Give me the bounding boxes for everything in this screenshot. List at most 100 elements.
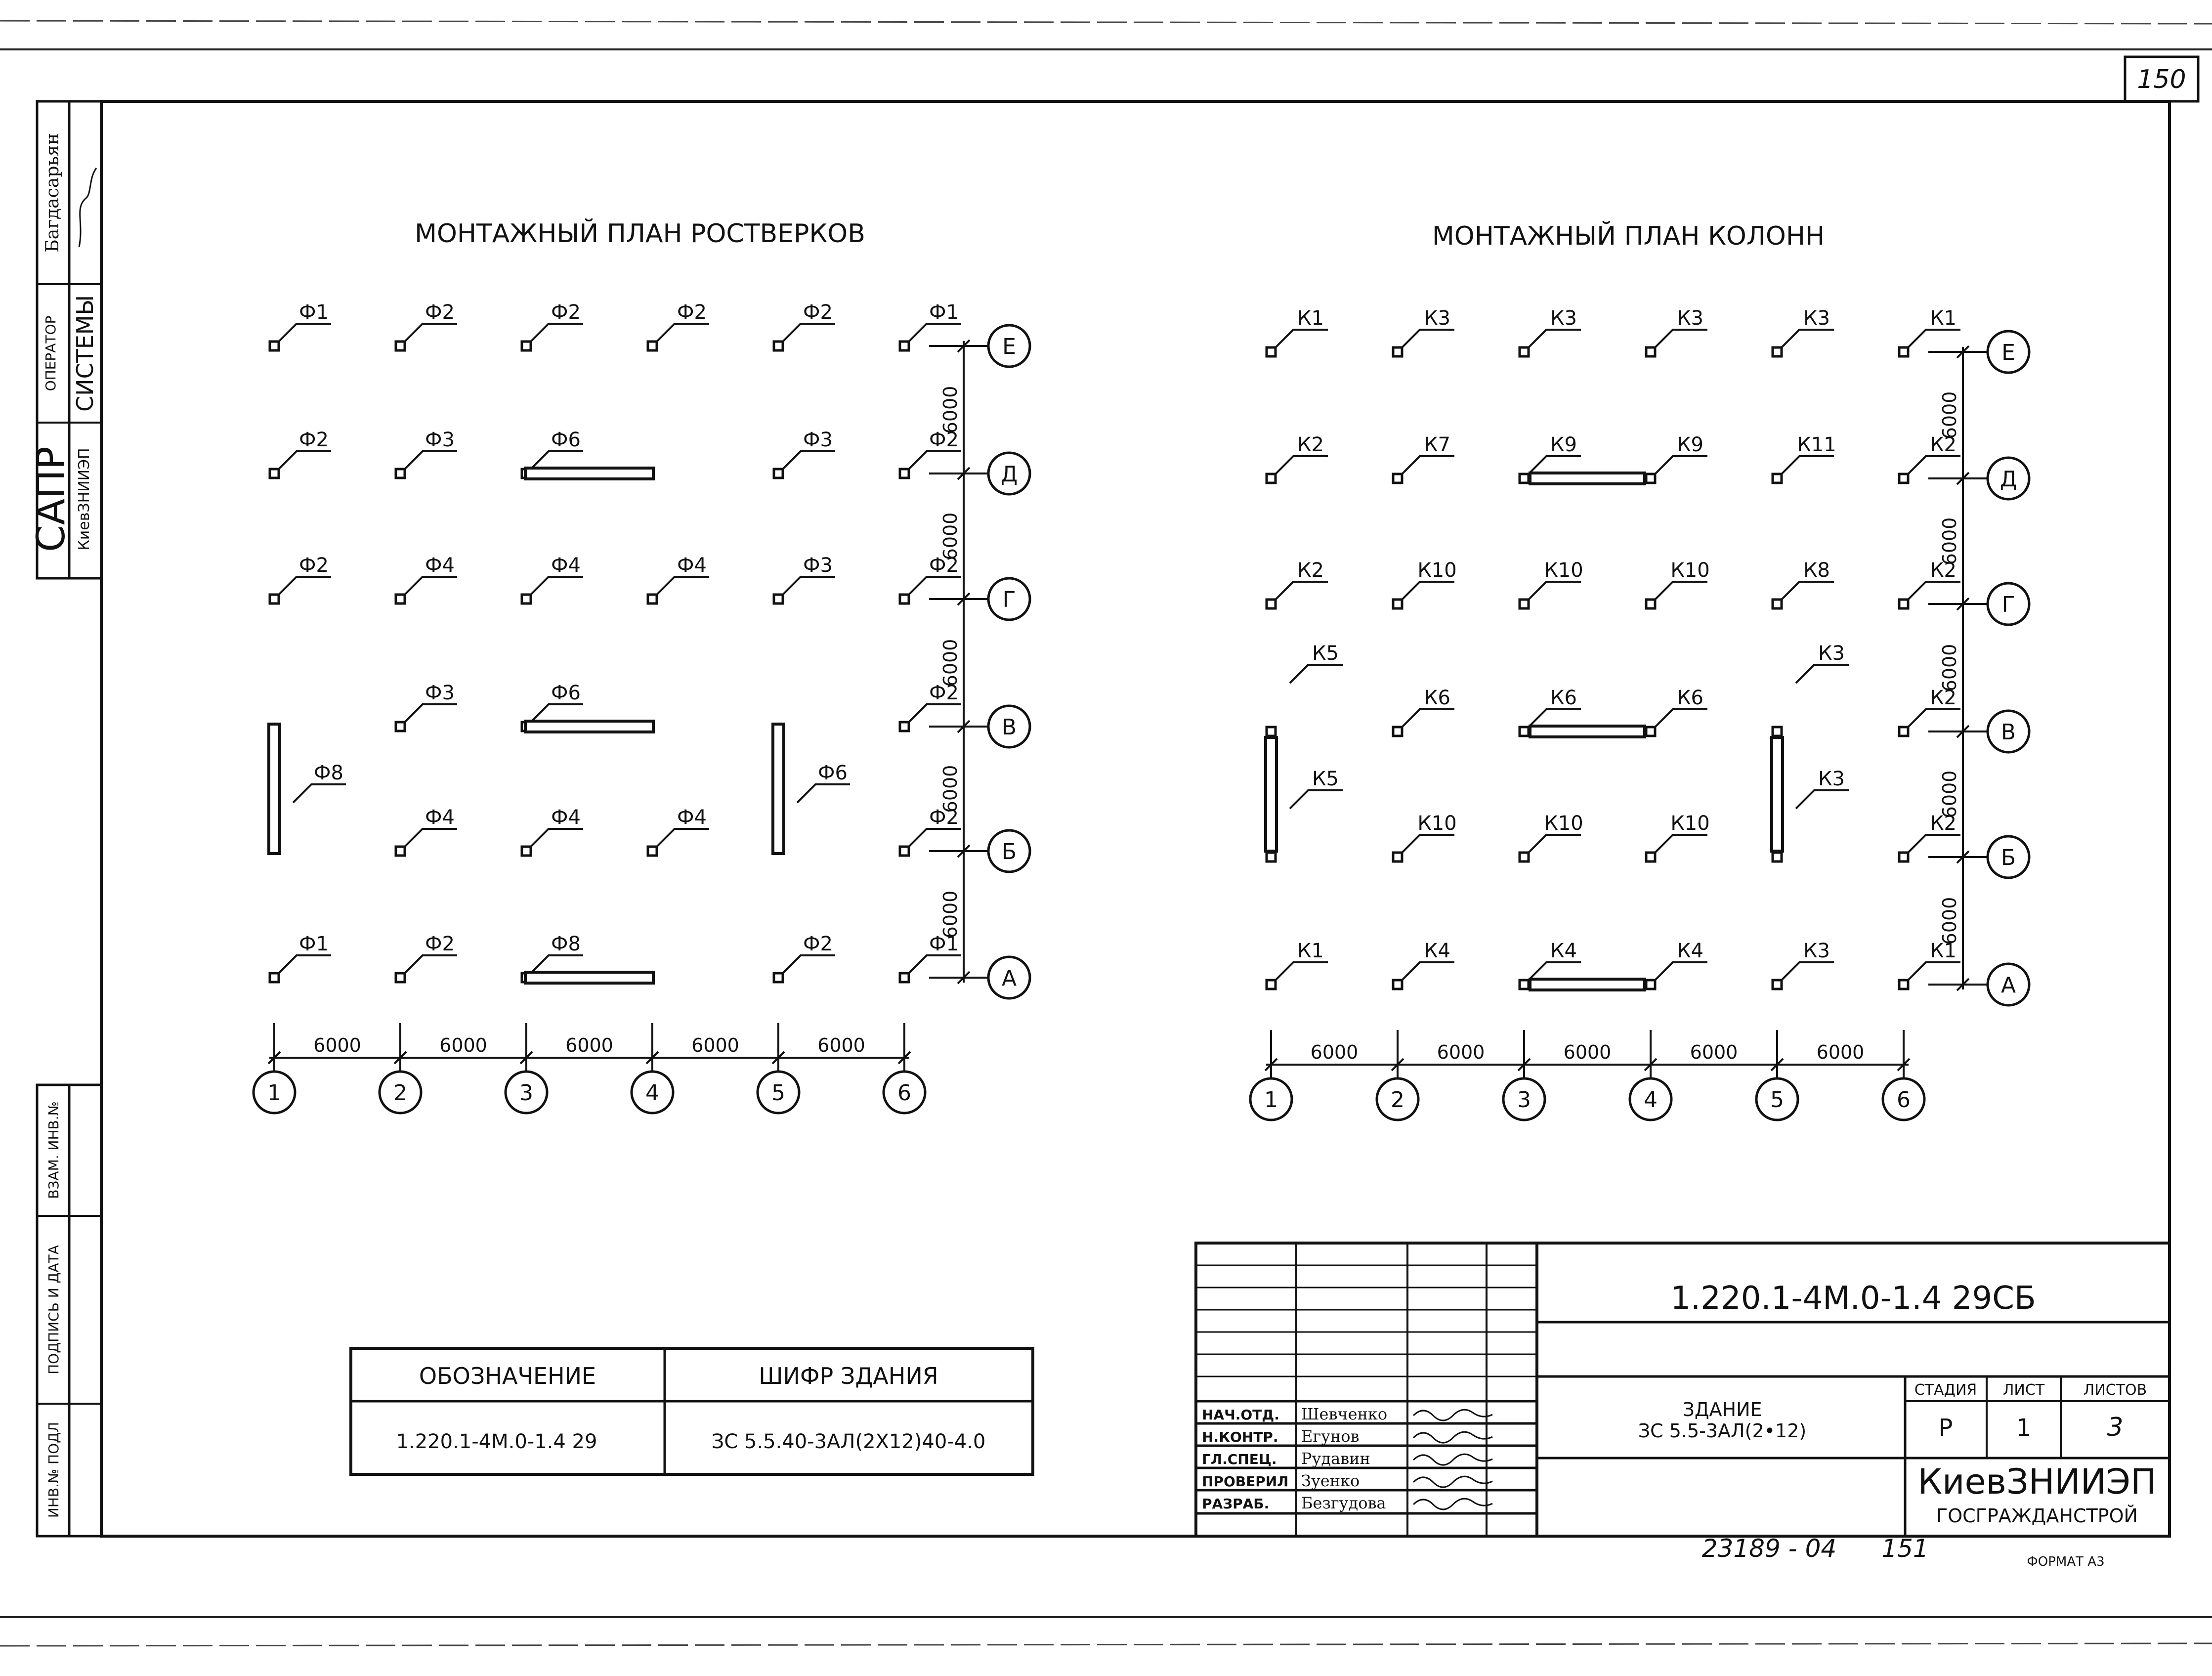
beam-horizontal — [524, 467, 655, 480]
role-name: Рудавин — [1301, 1449, 1370, 1468]
role-label: НАЧ.ОТД. — [1202, 1407, 1279, 1423]
axis-bubble — [1986, 835, 2031, 879]
column-node — [1392, 726, 1404, 737]
role-name: Егунов — [1301, 1427, 1360, 1446]
role-label: РАЗРАБ. — [1202, 1496, 1269, 1512]
column-node — [1645, 979, 1657, 990]
leader-line — [1289, 664, 1343, 684]
element-label: К11 — [1797, 433, 1836, 456]
dimension-value: 6000 — [691, 1034, 739, 1056]
axis-bubble — [987, 704, 1031, 749]
axis-bubble — [1249, 1077, 1293, 1121]
inventory-number: 23189 - 04 — [1702, 1534, 1837, 1563]
element-label: К7 — [1424, 433, 1450, 456]
leader-line — [781, 954, 835, 975]
designation-value: 1.220.1-4М.0-1.4 29 — [396, 1430, 597, 1453]
column-node — [1265, 346, 1277, 358]
axis-label: Б — [2001, 845, 2016, 870]
dimension-value: 6000 — [565, 1034, 613, 1056]
leader-line — [277, 450, 331, 471]
leader-line — [403, 323, 457, 343]
sheet-number-box — [2124, 55, 2200, 103]
building-line2: ЗС 5.5-3АЛ(2•12) — [1638, 1420, 1806, 1442]
dimension-value: 6000 — [439, 1034, 487, 1056]
element-label: Ф2 — [299, 554, 329, 577]
element-label: Ф2 — [929, 682, 959, 704]
column-node — [772, 340, 784, 352]
axis-label: 2 — [393, 1080, 407, 1106]
leader-line — [907, 703, 961, 724]
leader-line — [781, 576, 835, 596]
element-label: К5 — [1312, 642, 1339, 665]
axis-bubble — [1375, 1077, 1420, 1121]
column-node — [1645, 346, 1657, 358]
leader-line — [403, 828, 457, 848]
column-node — [898, 593, 910, 605]
axis-bubble — [987, 829, 1031, 873]
element-label: К4 — [1550, 940, 1577, 962]
element-label: Ф4 — [551, 554, 581, 577]
element-label: К1 — [1297, 940, 1324, 962]
dimension-value: 6000 — [1690, 1041, 1738, 1063]
axis-bubble — [630, 1070, 675, 1115]
element-label: Ф3 — [425, 429, 455, 451]
sheet-number: 150 — [2137, 65, 2186, 94]
left-strip-outer — [36, 100, 71, 580]
system-label: СИСТЕМЫ — [72, 295, 98, 412]
axis-bubble — [1986, 582, 2031, 626]
dimension-value: 6000 — [1564, 1041, 1612, 1063]
element-label: К1 — [1297, 307, 1324, 330]
column-node — [1771, 979, 1783, 990]
axis-label: Б — [1002, 839, 1017, 864]
leader-line — [655, 828, 709, 848]
element-label: Ф8 — [551, 933, 581, 955]
element-label: К9 — [1677, 433, 1703, 456]
beam-horizontal — [524, 720, 655, 733]
axis-label: 4 — [1644, 1087, 1658, 1113]
element-label: Ф1 — [299, 301, 329, 324]
leader-line — [796, 783, 850, 804]
signature-mark — [1412, 1409, 1493, 1421]
column-node — [1392, 346, 1404, 358]
element-label: Ф4 — [425, 806, 455, 829]
element-label: К10 — [1544, 559, 1583, 582]
axis-bubble — [1986, 962, 2031, 1007]
element-label: К3 — [1803, 307, 1830, 330]
leader-line — [1401, 329, 1454, 349]
dimension-value: 6000 — [1939, 897, 1960, 945]
sapr-label: САПР — [29, 446, 74, 552]
leader-line — [1795, 789, 1849, 810]
leader-line — [1289, 789, 1343, 810]
dimension-value: 6000 — [939, 891, 961, 939]
element-label: К2 — [1930, 433, 1957, 456]
dimension-value: 6000 — [939, 386, 961, 434]
leader-line — [1527, 581, 1581, 601]
element-label: К4 — [1677, 940, 1703, 962]
leader-line — [529, 828, 583, 848]
column-node — [1392, 851, 1404, 863]
element-label: К3 — [1803, 940, 1830, 962]
leader-line — [1527, 708, 1581, 729]
title-block: НАЧ.ОТД.ШевченкоН.КОНТР.ЕгуновГЛ.СПЕЦ.Ру… — [1194, 1242, 2171, 1538]
axis-label: 1 — [1264, 1087, 1278, 1113]
axis-label: А — [2001, 973, 2016, 998]
column-node — [898, 972, 910, 984]
column-node — [1771, 598, 1783, 610]
leader-line — [277, 954, 331, 975]
leader-line — [781, 323, 835, 343]
element-label: Ф1 — [299, 933, 329, 955]
element-label: Ф2 — [677, 301, 707, 324]
leader-line — [403, 954, 457, 975]
dimension-value: 6000 — [939, 765, 961, 813]
column-node — [1392, 979, 1404, 990]
element-label: К6 — [1677, 687, 1703, 709]
leader-line — [655, 576, 709, 596]
leader-line — [403, 450, 457, 471]
element-label: Ф2 — [425, 301, 455, 324]
column-node — [1898, 726, 1910, 737]
element-label: К6 — [1424, 687, 1450, 709]
leader-line — [907, 323, 961, 343]
axis-bubble — [252, 1070, 297, 1115]
leader-line — [1527, 961, 1581, 982]
element-label: Ф4 — [677, 806, 707, 829]
